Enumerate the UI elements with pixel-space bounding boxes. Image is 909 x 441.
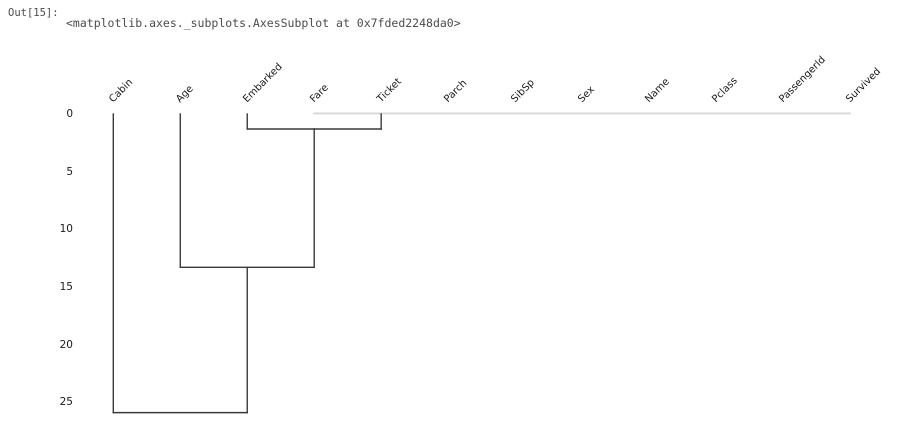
y-axis-tick-label: 10 [59,223,73,236]
output-repr-text: <matplotlib.axes._subplots.AxesSubplot a… [66,16,461,30]
y-axis-tick-label: 15 [59,280,73,293]
output-prompt: Out[15]: [8,7,59,19]
y-axis-tick-label: 0 [66,108,73,120]
y-axis-tick-label: 5 [66,165,73,178]
y-axis-tick-label: 25 [59,396,73,409]
y-axis-tick-label: 20 [59,338,73,351]
